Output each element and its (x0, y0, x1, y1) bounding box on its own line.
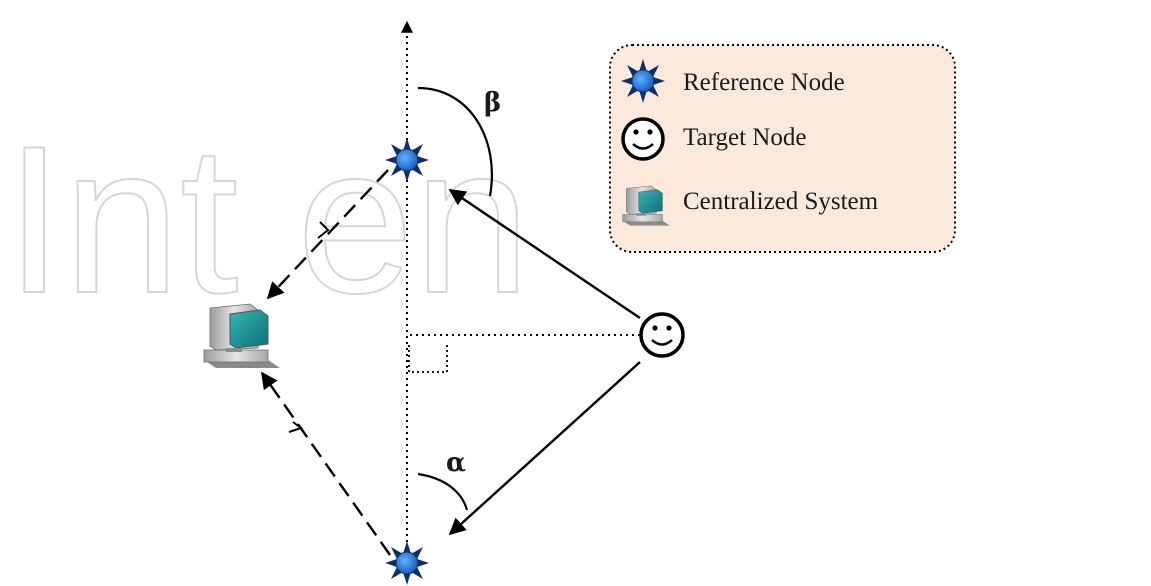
lightning-mark-lower (288, 421, 304, 433)
right-angle-marker (408, 345, 448, 373)
beta-label: β (484, 88, 501, 118)
reference-node-lower (384, 540, 430, 586)
signal-arrow-to-lower-node (448, 361, 641, 536)
smiley-face-icon (621, 117, 665, 161)
signal-arrow-to-upper-node (448, 189, 641, 319)
legend-label-centralized-system: Centralized System (683, 188, 879, 215)
legend-label-reference-node: Reference Node (683, 69, 845, 96)
beta-angle-arc (417, 86, 493, 197)
report-arrow-upper (266, 169, 389, 300)
watermark: Int en (4, 101, 531, 338)
watermark-text: Int en (5, 102, 530, 337)
alpha-angle-arc (417, 472, 469, 511)
legend-box (609, 44, 956, 253)
legend: Reference Node Target Node Centralized S… (609, 44, 956, 253)
report-arrow-lower (261, 371, 391, 556)
target-node-smiley (639, 312, 685, 358)
star-burst-icon (620, 58, 666, 104)
legend-label-target-node: Target Node (683, 124, 806, 151)
reference-node-upper (384, 137, 430, 183)
alpha-label: α (446, 448, 466, 478)
lightning-mark-upper (317, 221, 330, 239)
